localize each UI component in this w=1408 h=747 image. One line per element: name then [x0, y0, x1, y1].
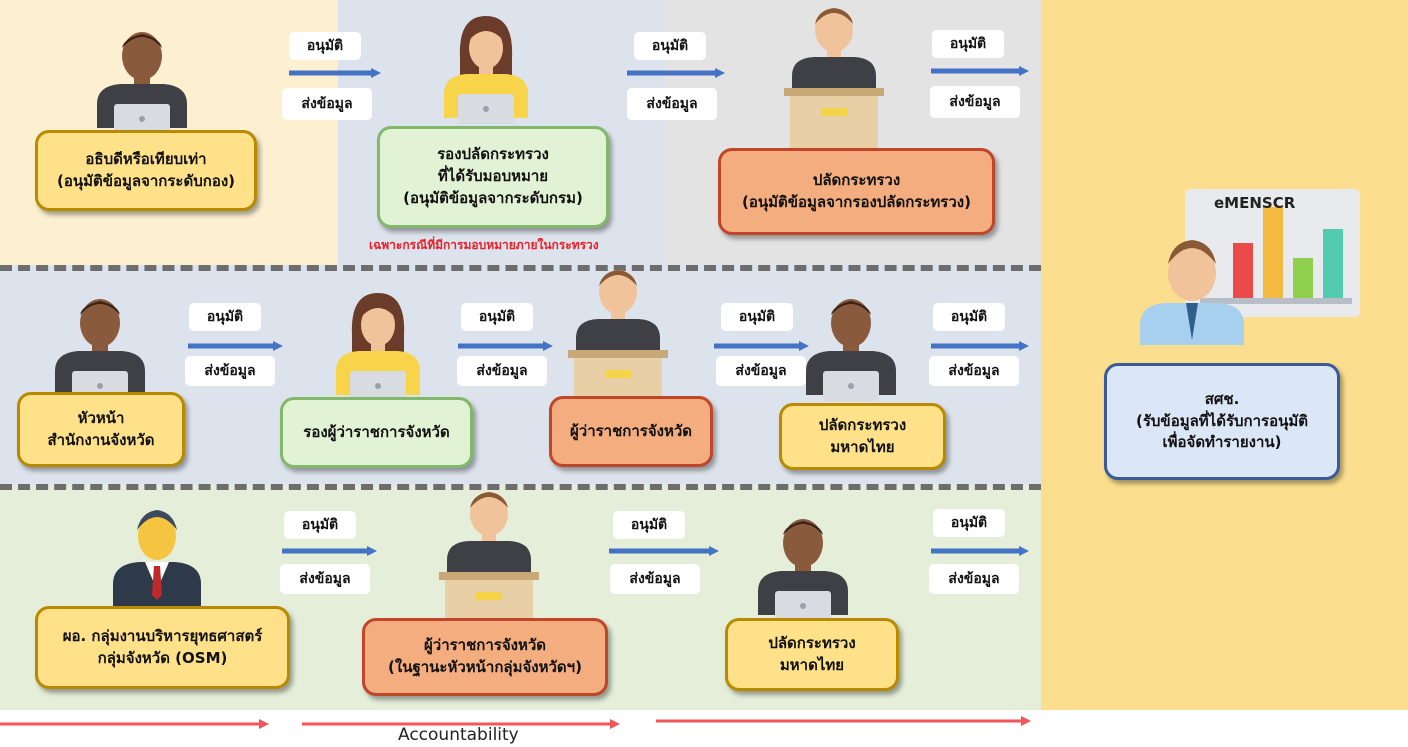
role-box-line: มหาดไทย [779, 655, 845, 674]
approve-label: อนุมัติ [933, 509, 1005, 537]
receiver-bg [1041, 0, 1408, 710]
role-box-line: สศช. [1204, 389, 1240, 408]
send-label: ส่งข้อมูล [627, 88, 717, 120]
approve-label: อนุมัติ [721, 303, 793, 331]
role-box-line: กลุ่มจังหวัด (OSM) [97, 648, 228, 667]
role-box-interior-permanent-secretary: ปลัดกระทรวง มหาดไทย [725, 618, 899, 691]
role-box-line: (อนุมัติข้อมูลจากระดับกรม) [403, 188, 583, 207]
send-label: ส่งข้อมูล [280, 564, 370, 594]
approve-label: อนุมัติ [932, 30, 1004, 58]
approve-label: อนุมัติ [189, 303, 261, 331]
approve-label: อนุมัติ [289, 32, 361, 60]
role-box-line: ปลัดกระทรวง [818, 415, 907, 434]
approve-label: อนุมัติ [634, 32, 706, 60]
role-box-line: สำนักงานจังหวัด [47, 430, 155, 449]
role-box-line: ผู้ว่าราชการจังหวัด [423, 636, 547, 655]
send-label: ส่งข้อมูล [610, 564, 700, 594]
divider-row2-row3 [0, 484, 1041, 490]
role-box-line: อธิบดีหรือเทียบเท่า [85, 149, 207, 168]
role-box-line: มหาดไทย [830, 437, 895, 456]
role-box-line: (อนุมัติข้อมูลจากระดับกอง) [56, 171, 236, 190]
role-box-line: ที่ได้รับมอบหมาย [437, 167, 549, 186]
role-box-line: (อนุมัติข้อมูลจากรองปลัดกระทรวง) [742, 192, 971, 211]
role-box-interior-permanent-secretary: ปลัดกระทรวง มหาดไทย [779, 403, 946, 470]
role-box-deputy-permanent-secretary: รองปลัดกระทรวง ที่ได้รับมอบหมาย (อนุมัติ… [377, 126, 609, 228]
send-label: ส่งข้อมูล [457, 356, 547, 386]
send-label: ส่งข้อมูล [930, 86, 1020, 118]
role-box-line: ผอ. กลุ่มงานบริหารยุทธศาสตร์ [62, 626, 263, 645]
role-box-line: (รับข้อมูลที่ได้รับการอนุมัติ [1136, 411, 1308, 430]
delegation-note: เฉพาะกรณีที่มีการมอบหมายภายในกระทรวง [369, 238, 599, 252]
role-box-permanent-secretary: ปลัดกระทรวง (อนุมัติข้อมูลจากรองปลัดกระท… [718, 148, 995, 235]
divider-row1-row2 [0, 265, 1041, 271]
role-box-line: รองผู้ว่าราชการจังหวัด [303, 422, 450, 441]
role-box-director-general: อธิบดีหรือเทียบเท่า (อนุมัติข้อมูลจากระด… [35, 130, 257, 211]
approve-label: อนุมัติ [284, 511, 356, 539]
role-box-line: ปลัดกระทรวง [812, 170, 901, 189]
send-label: ส่งข้อมูล [929, 564, 1019, 594]
send-label: ส่งข้อมูล [929, 356, 1019, 386]
send-label: ส่งข้อมูล [185, 356, 275, 386]
role-box-nesdc: สศช. (รับข้อมูลที่ได้รับการอนุมัติ เพื่อ… [1104, 363, 1340, 480]
approve-label: อนุมัติ [461, 303, 533, 331]
role-box-line: หัวหน้า [77, 408, 125, 427]
approve-label: อนุมัติ [933, 303, 1005, 331]
send-label: ส่งข้อมูล [716, 356, 806, 386]
role-box-line: รองปลัดกระทรวง [437, 145, 549, 164]
role-box-deputy-governor: รองผู้ว่าราชการจังหวัด [280, 397, 473, 468]
role-box-governor: ผู้ว่าราชการจังหวัด [549, 396, 713, 467]
emenscr-chart-title: eMENSCR [1214, 194, 1296, 212]
role-box-line: (ในฐานะหัวหน้ากลุ่มจังหวัดฯ) [388, 658, 582, 676]
accountability-label: Accountability [398, 725, 519, 745]
role-box-osm-director: ผอ. กลุ่มงานบริหารยุทธศาสตร์ กลุ่มจังหวั… [35, 606, 290, 689]
approve-label: อนุมัติ [613, 511, 685, 539]
send-label: ส่งข้อมูล [282, 88, 372, 120]
role-box-cluster-governor: ผู้ว่าราชการจังหวัด (ในฐานะหัวหน้ากลุ่มจ… [362, 618, 608, 696]
role-box-line: ผู้ว่าราชการจังหวัด [569, 421, 693, 440]
role-box-line: ปลัดกระทรวง [768, 633, 856, 652]
role-box-line: เพื่อจัดทำรายงาน) [1162, 433, 1282, 452]
role-box-provincial-office-head: หัวหน้า สำนักงานจังหวัด [17, 392, 185, 467]
